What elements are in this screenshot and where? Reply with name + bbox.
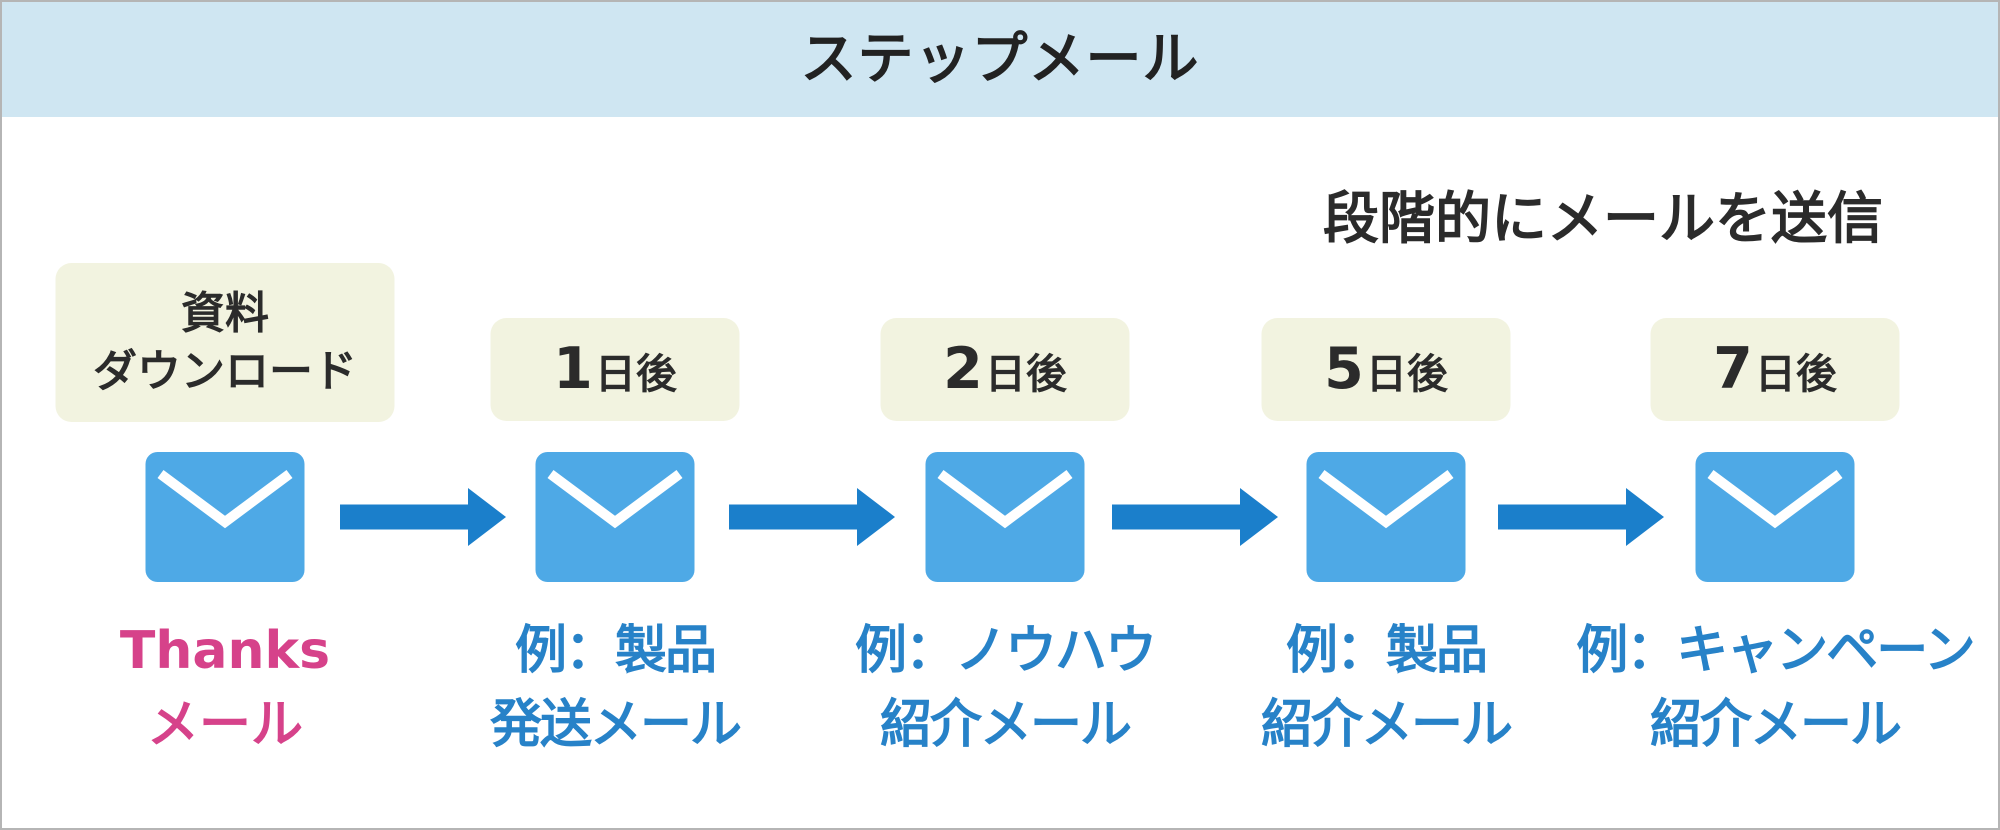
example-line: 例：ノウハウ xyxy=(854,621,1157,681)
envelope-flap-line xyxy=(1318,469,1454,529)
timing-label: 2 日後 xyxy=(943,341,1067,398)
example-text: 例：キャンペーン 紹介メール xyxy=(1576,614,1975,762)
envelope-graphic xyxy=(1318,469,1454,529)
timing-unit: 日後 xyxy=(1754,350,1837,398)
timing-label-line: ダウンロード xyxy=(93,345,357,397)
envelope-graphic xyxy=(1707,469,1843,529)
arrow-shaft xyxy=(340,504,472,530)
step-column-1: 資料 ダウンロード Thanks メール xyxy=(25,2,425,828)
example-line: 紹介メール xyxy=(1649,695,1902,755)
timing-unit: 日後 xyxy=(1365,350,1448,398)
timing-label-line: 資料 xyxy=(181,287,269,339)
arrow-right-icon xyxy=(340,488,506,546)
arrow-head xyxy=(857,488,895,546)
step-column-3: 2 日後 例：ノウハウ 紹介メール xyxy=(805,2,1205,828)
example-line: 紹介メール xyxy=(879,695,1132,755)
timing-box: 7 日後 xyxy=(1650,318,1900,421)
example-line: Thanks xyxy=(119,621,331,681)
example-line: 発送メール xyxy=(489,695,742,755)
timing-box: 5 日後 xyxy=(1261,318,1511,421)
timing-number: 2 xyxy=(943,336,983,402)
example-line: 例：製品 xyxy=(1285,621,1488,681)
envelope-icon xyxy=(925,452,1085,582)
arrow-head xyxy=(1626,488,1664,546)
envelope-graphic xyxy=(157,469,293,529)
timing-unit: 日後 xyxy=(594,350,677,398)
example-text: 例：製品 発送メール xyxy=(489,614,742,762)
step-column-4: 5 日後 例：製品 紹介メール xyxy=(1186,2,1586,828)
envelope-icon xyxy=(1306,452,1466,582)
header-band: ステップメール xyxy=(2,2,1998,117)
arrow-right-icon xyxy=(729,488,895,546)
arrow-right-icon xyxy=(1498,488,1664,546)
timing-label: 5 日後 xyxy=(1324,341,1448,398)
example-line: 紹介メール xyxy=(1260,695,1513,755)
timing-unit: 日後 xyxy=(984,350,1067,398)
envelope-flap-line xyxy=(157,469,293,529)
arrow-head xyxy=(1240,488,1278,546)
envelope-icon xyxy=(535,452,695,582)
timing-label: 7 日後 xyxy=(1713,341,1837,398)
subtitle: 段階的にメールを送信 xyxy=(1323,187,1883,252)
example-text: 例：製品 紹介メール xyxy=(1260,614,1513,762)
page-title: ステップメール xyxy=(800,26,1200,92)
envelope-icon xyxy=(1695,452,1855,582)
timing-label: 1 日後 xyxy=(553,341,677,398)
envelope-flap-line xyxy=(1707,469,1843,529)
timing-box: 2 日後 xyxy=(880,318,1130,421)
example-text: Thanks メール xyxy=(120,614,330,762)
step-column-2: 1 日後 例：製品 発送メール xyxy=(415,2,815,828)
example-text: 例：ノウハウ 紹介メール xyxy=(854,614,1157,762)
arrow-right-icon xyxy=(1112,488,1278,546)
envelope-graphic xyxy=(937,469,1073,529)
example-line: メール xyxy=(146,695,304,755)
timing-number: 5 xyxy=(1324,336,1364,402)
example-line: 例：製品 xyxy=(514,621,717,681)
envelope-icon xyxy=(145,452,305,582)
arrow-shaft xyxy=(729,504,861,530)
step-column-5: 7 日後 例：キャンペーン 紹介メール xyxy=(1575,2,1976,828)
timing-number: 7 xyxy=(1713,336,1753,402)
envelope-graphic xyxy=(547,469,683,529)
envelope-flap-line xyxy=(937,469,1073,529)
arrow-head xyxy=(468,488,506,546)
envelope-flap-line xyxy=(547,469,683,529)
example-line: 例：キャンペーン xyxy=(1576,621,1975,681)
arrow-shaft xyxy=(1112,504,1244,530)
arrow-shaft xyxy=(1498,504,1630,530)
timing-box: 1 日後 xyxy=(490,318,740,421)
timing-number: 1 xyxy=(553,336,593,402)
timing-box: 資料 ダウンロード xyxy=(55,263,395,422)
